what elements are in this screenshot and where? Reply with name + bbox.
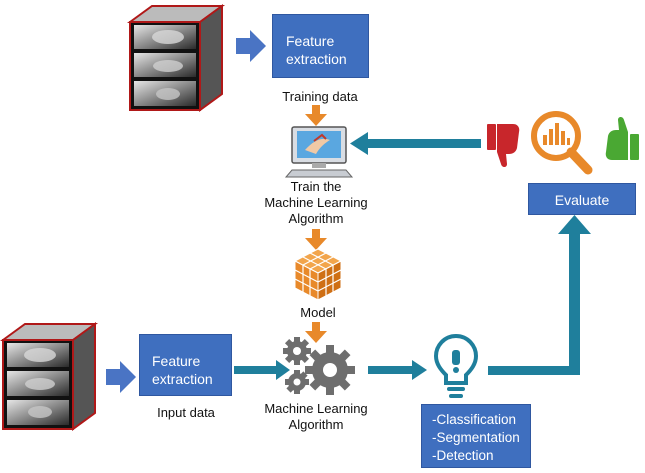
- feature-extraction-box-top: Feature extraction: [272, 14, 369, 78]
- image-stack-icon: [126, 4, 226, 112]
- arrow-to-feature-extraction-bottom: [106, 361, 136, 393]
- train-algorithm-label: Train the Machine Learning Algorithm: [264, 179, 368, 226]
- arrow-to-model: [305, 229, 327, 250]
- magnifier-chart-icon: [531, 111, 593, 175]
- arrow-to-lightbulb: [368, 360, 427, 380]
- input-data-label: Input data: [157, 405, 215, 420]
- feature-extraction-box-bottom: Feature extraction: [139, 334, 232, 396]
- evaluate-box: Evaluate: [528, 183, 636, 215]
- cube-grid-icon: [293, 248, 343, 301]
- gears-icon: [283, 337, 355, 395]
- thumbs-down-icon: [487, 124, 520, 167]
- thumbs-up-icon: [605, 117, 639, 160]
- arrow-to-evaluate: [488, 215, 591, 375]
- image-stack-icon: [0, 322, 99, 431]
- training-data-label: Training data: [282, 89, 358, 104]
- arrow-to-ml-algorithm: [305, 322, 327, 343]
- model-label: Model: [300, 305, 336, 320]
- lightbulb-icon: [433, 333, 479, 398]
- arrow-feedback-to-train: [350, 132, 481, 155]
- computer-icon: [284, 126, 354, 178]
- arrow-to-feature-extraction-top: [236, 30, 266, 62]
- ml-algorithm-label: Machine Learning Algorithm: [264, 401, 368, 432]
- outputs-box: -Classification -Segmentation -Detection: [421, 404, 531, 468]
- arrow-to-train: [305, 105, 327, 126]
- arrow-to-gears: [234, 360, 290, 380]
